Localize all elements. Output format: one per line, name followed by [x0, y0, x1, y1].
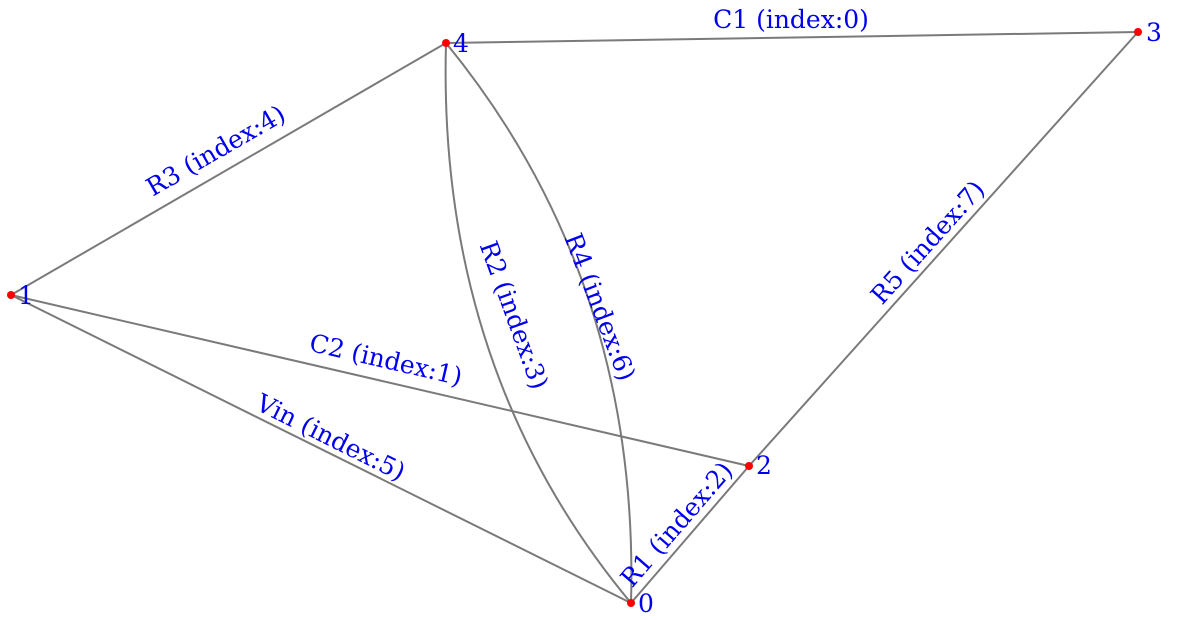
edge-r4: [445, 42, 633, 604]
edge-r5: [748, 31, 1139, 467]
node-4-dot: [442, 39, 450, 47]
edge-c1: [445, 31, 1139, 44]
nodes: [7, 28, 1142, 607]
edge-label-vin: Vin (index:5): [251, 388, 410, 487]
node-label-1: 1: [18, 281, 34, 310]
edge-r2: [444, 42, 632, 604]
edges: [10, 31, 1139, 604]
node-0-dot: [627, 599, 635, 607]
edge-label-r2: R2 (index:3): [474, 237, 554, 393]
node-3-dot: [1134, 28, 1142, 36]
edge-label-r5: R5 (index:7): [865, 175, 991, 310]
node-label-3: 3: [1146, 18, 1162, 47]
edge-label-r4: R4 (index:6): [559, 229, 642, 385]
edge-r3: [10, 42, 447, 296]
node-label-4: 4: [453, 29, 469, 58]
node-labels: 0 1 2 3 4: [18, 18, 1162, 618]
edge-label-r1: R1 (index:2): [615, 456, 739, 592]
edge-labels: C1 (index:0) C2 (index:1) R1 (index:2) R…: [141, 5, 990, 593]
node-1-dot: [7, 291, 15, 299]
edge-r1: [630, 465, 750, 604]
edge-vin: [10, 294, 632, 604]
node-2-dot: [745, 462, 753, 470]
node-label-2: 2: [756, 451, 772, 480]
edge-label-r3: R3 (index:4): [141, 99, 290, 202]
edge-label-c1: C1 (index:0): [713, 5, 869, 34]
edge-c2: [10, 294, 750, 467]
node-label-0: 0: [638, 589, 654, 618]
